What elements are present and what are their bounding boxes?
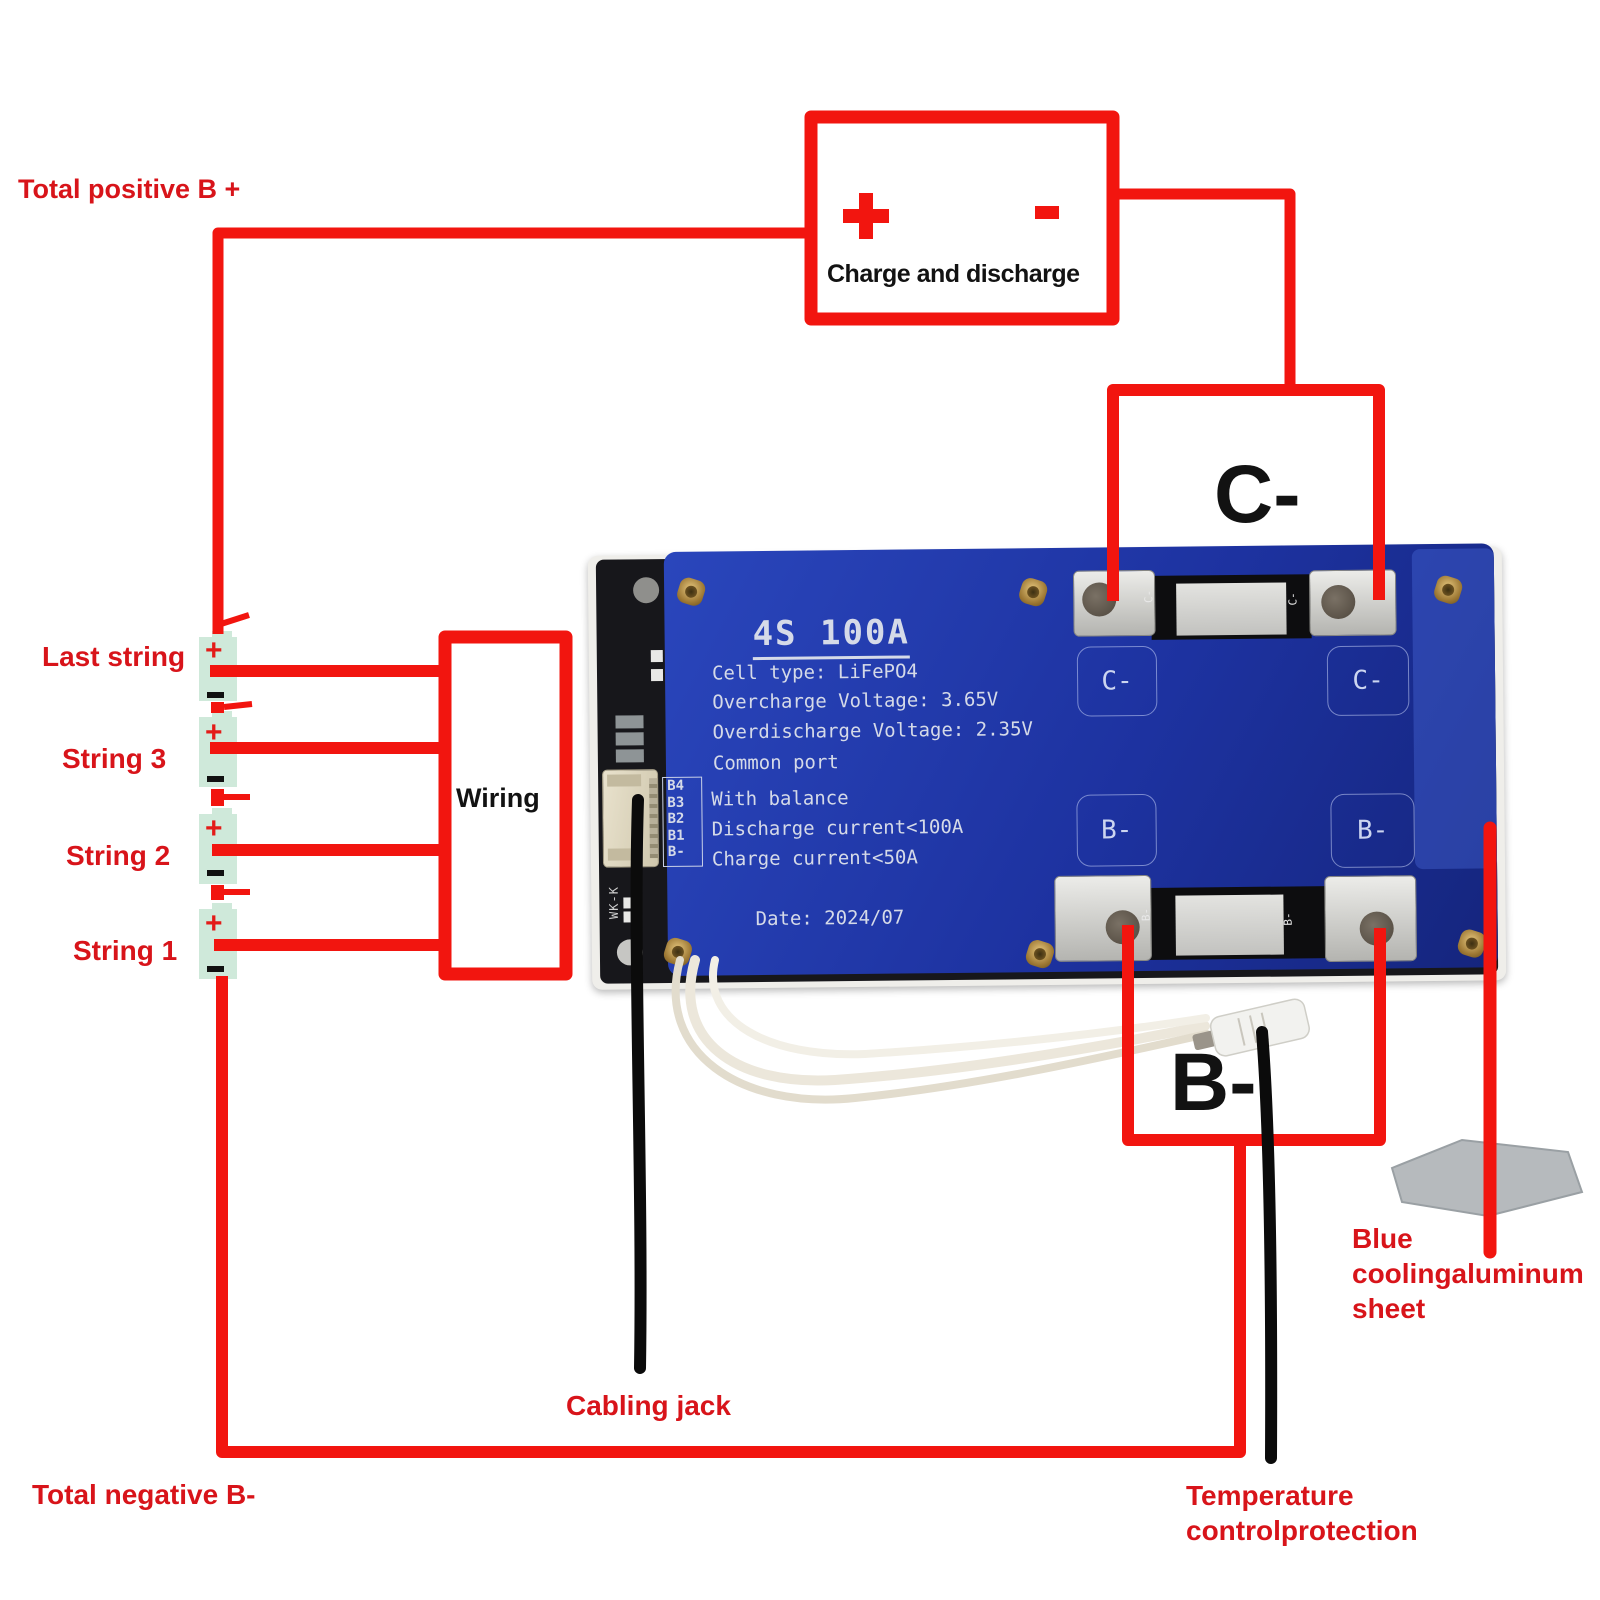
minus-terminal — [207, 776, 224, 782]
label-c-minus: C- — [1214, 449, 1301, 540]
minus-terminal — [207, 966, 224, 972]
cell-tab — [212, 903, 232, 910]
label-cabling-jack: Cabling jack — [566, 1390, 731, 1421]
label-b-minus: B- — [1170, 1037, 1257, 1128]
cell-tab — [212, 631, 232, 638]
plus-terminal: + — [205, 634, 223, 667]
label-string-2: String 2 — [66, 840, 171, 871]
plus-terminal: + — [205, 907, 223, 940]
plus-icon — [859, 193, 873, 239]
cabling-jack-pointer — [630, 794, 647, 1374]
minus-terminal — [207, 870, 224, 876]
wiring-box — [438, 630, 573, 981]
series-link — [211, 702, 224, 713]
white-cable — [671, 956, 1211, 1104]
wire-c-minus-bracket — [1107, 384, 1385, 601]
wire-charger-negative — [1112, 188, 1296, 389]
balance-tap — [220, 612, 250, 627]
label-temperature: Temperature controlprotection — [1186, 1480, 1418, 1546]
temperature-pointer — [1256, 1026, 1278, 1464]
wire-total-negative — [216, 976, 1246, 1458]
label-total-positive: Total positive B + — [18, 174, 241, 204]
series-link — [211, 789, 224, 806]
label-blue-sheet: Blue coolingaluminum sheet — [1352, 1223, 1584, 1324]
minus-terminal — [207, 692, 224, 698]
label-string-3: String 3 — [62, 743, 167, 774]
label-total-negative: Total negative B- — [32, 1479, 256, 1510]
plus-terminal: + — [205, 812, 223, 845]
cell-tab — [212, 711, 232, 718]
white-cable — [685, 955, 1210, 1086]
wire-total-positive — [212, 227, 806, 634]
label-wiring: Wiring — [456, 783, 540, 813]
cell-tab — [212, 808, 232, 815]
wire-b-minus-bracket — [1122, 925, 1386, 1146]
label-string-1: String 1 — [73, 935, 178, 966]
minus-icon — [1035, 206, 1059, 219]
white-cable — [709, 956, 1210, 1059]
plus-terminal: + — [205, 716, 223, 749]
balance-tap — [223, 701, 253, 710]
charge-discharge-box — [804, 110, 1120, 326]
label-last-string: Last string — [42, 641, 186, 672]
label-charge-discharge: Charge and discharge — [827, 260, 1080, 288]
series-link — [211, 885, 224, 900]
